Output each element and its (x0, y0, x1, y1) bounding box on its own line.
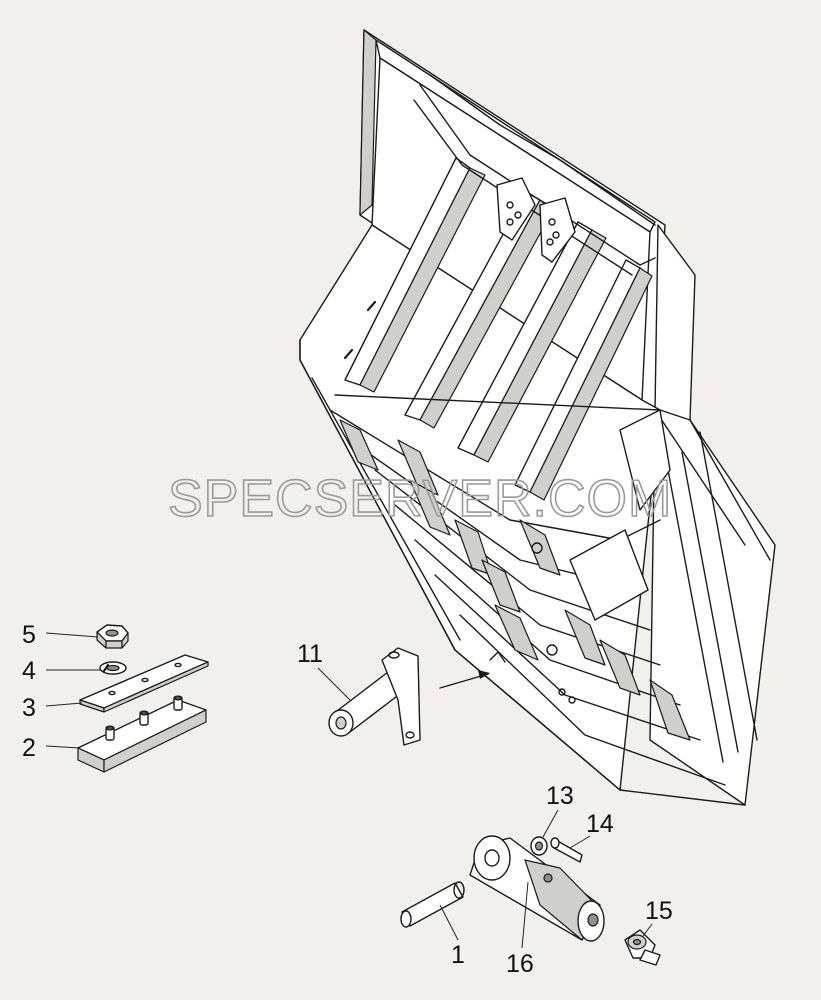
callout-13: 13 (542, 782, 574, 838)
part-2-block (77, 695, 207, 773)
callout-label-2: 2 (22, 734, 36, 762)
watermark-text: SPECSERVER.COM (168, 470, 672, 528)
callout-4: 4 (22, 657, 100, 685)
direction-arrow (439, 670, 490, 689)
callout-14: 14 (569, 810, 614, 849)
callout-label-4: 4 (22, 657, 36, 685)
part-1-pin (400, 881, 465, 928)
part-3-plate (79, 654, 209, 713)
part-15-grease-fitting (624, 929, 661, 966)
top-hinge-bracket (496, 177, 576, 263)
callout-label-16: 16 (506, 950, 534, 978)
callout-15: 15 (642, 897, 673, 937)
callout-5: 5 (22, 621, 99, 649)
part-5-nut (96, 624, 129, 649)
callout-3: 3 (22, 694, 83, 722)
callout-2: 2 (22, 734, 81, 762)
callout-16: 16 (506, 881, 534, 978)
callout-label-13: 13 (546, 782, 574, 810)
part-11-hinge-pin (328, 647, 421, 746)
part-14-cotter-pin (550, 837, 583, 863)
part-16-axle (469, 835, 605, 942)
part-13-washer (530, 836, 548, 856)
callout-11: 11 (297, 640, 351, 701)
callout-1: 1 (439, 904, 465, 969)
callout-label-1: 1 (451, 941, 465, 969)
callout-label-14: 14 (586, 810, 614, 838)
callout-label-5: 5 (22, 621, 36, 649)
callout-label-3: 3 (22, 694, 36, 722)
part-4-washer (99, 661, 127, 675)
callout-label-11: 11 (297, 640, 323, 668)
frame-assembly (299, 29, 776, 806)
callout-label-15: 15 (645, 897, 673, 925)
